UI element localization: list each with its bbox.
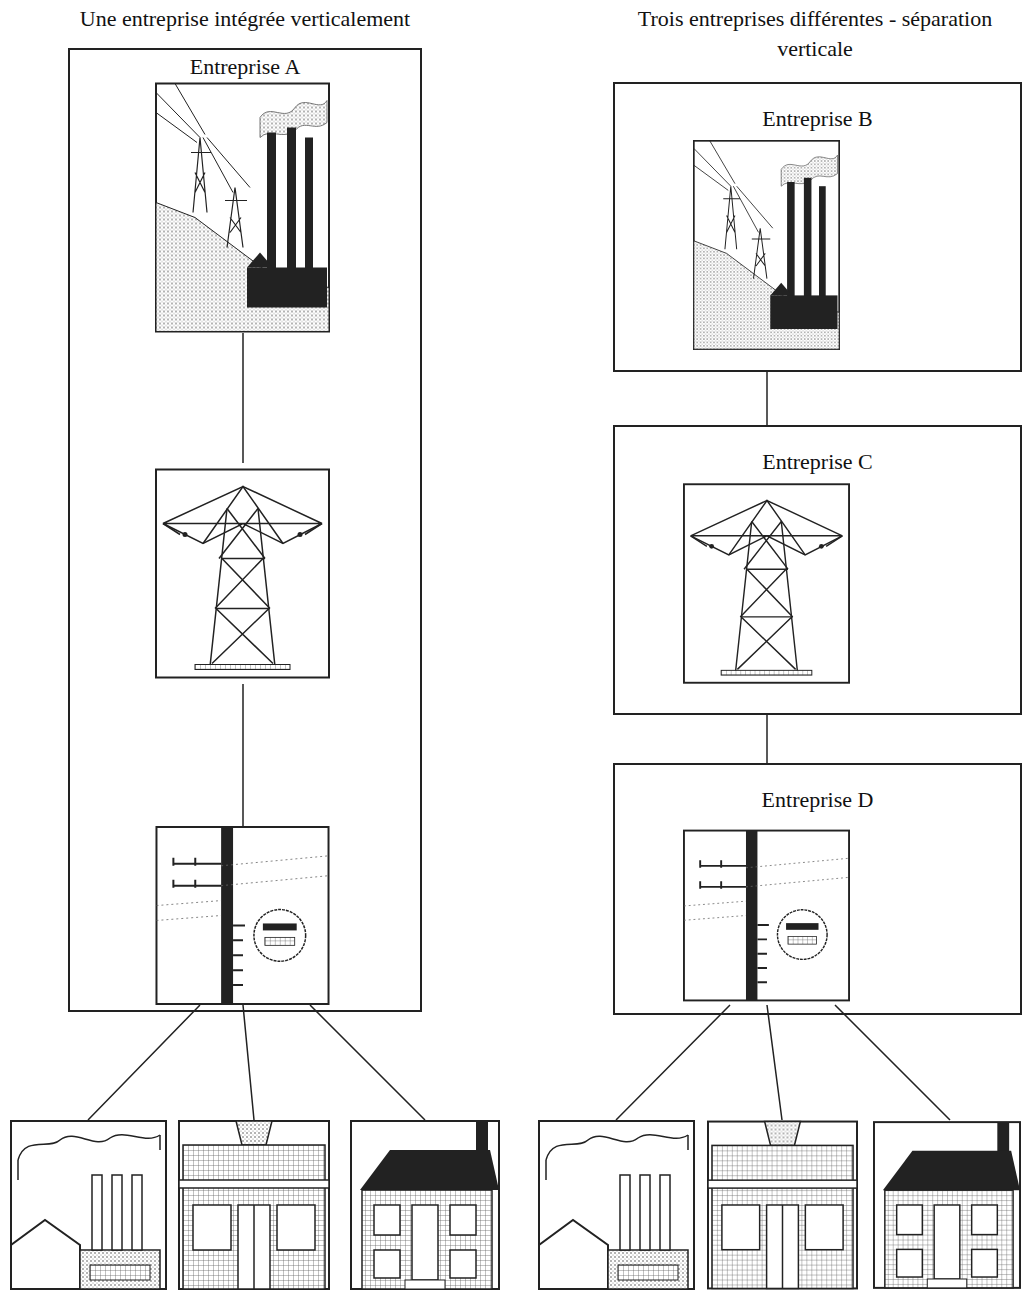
shop-customer-icon: [179, 1121, 329, 1289]
pylon-icon: [684, 484, 849, 682]
distribution-pole-icon: [156, 827, 328, 1004]
distribution-pole-icon: [684, 831, 849, 1001]
house-customer-icon: [874, 1122, 1020, 1288]
shop-customer-icon: [708, 1122, 857, 1289]
company-name: Entreprise C: [615, 449, 1020, 474]
company-box: Entreprise A: [68, 48, 422, 1012]
company-box: Entreprise B: [613, 82, 1022, 372]
column-heading: Trois entreprises différentes - séparati…: [605, 4, 1025, 63]
pylon-icon: [156, 470, 329, 678]
factory-customer-icon: [11, 1121, 166, 1289]
company-name: Entreprise A: [70, 54, 420, 79]
column-heading: Une entreprise intégrée verticalement: [45, 4, 445, 34]
company-box: Entreprise C: [613, 425, 1022, 715]
company-name: Entreprise B: [615, 106, 1020, 131]
power-plant-icon: [694, 141, 839, 349]
factory-customer-icon: [539, 1121, 694, 1289]
connector-line: [766, 372, 768, 425]
company-box: Entreprise D: [613, 763, 1022, 1015]
power-plant-icon: [156, 84, 329, 332]
house-customer-icon: [351, 1121, 499, 1289]
company-name: Entreprise D: [615, 787, 1020, 812]
connector-line: [766, 715, 768, 763]
